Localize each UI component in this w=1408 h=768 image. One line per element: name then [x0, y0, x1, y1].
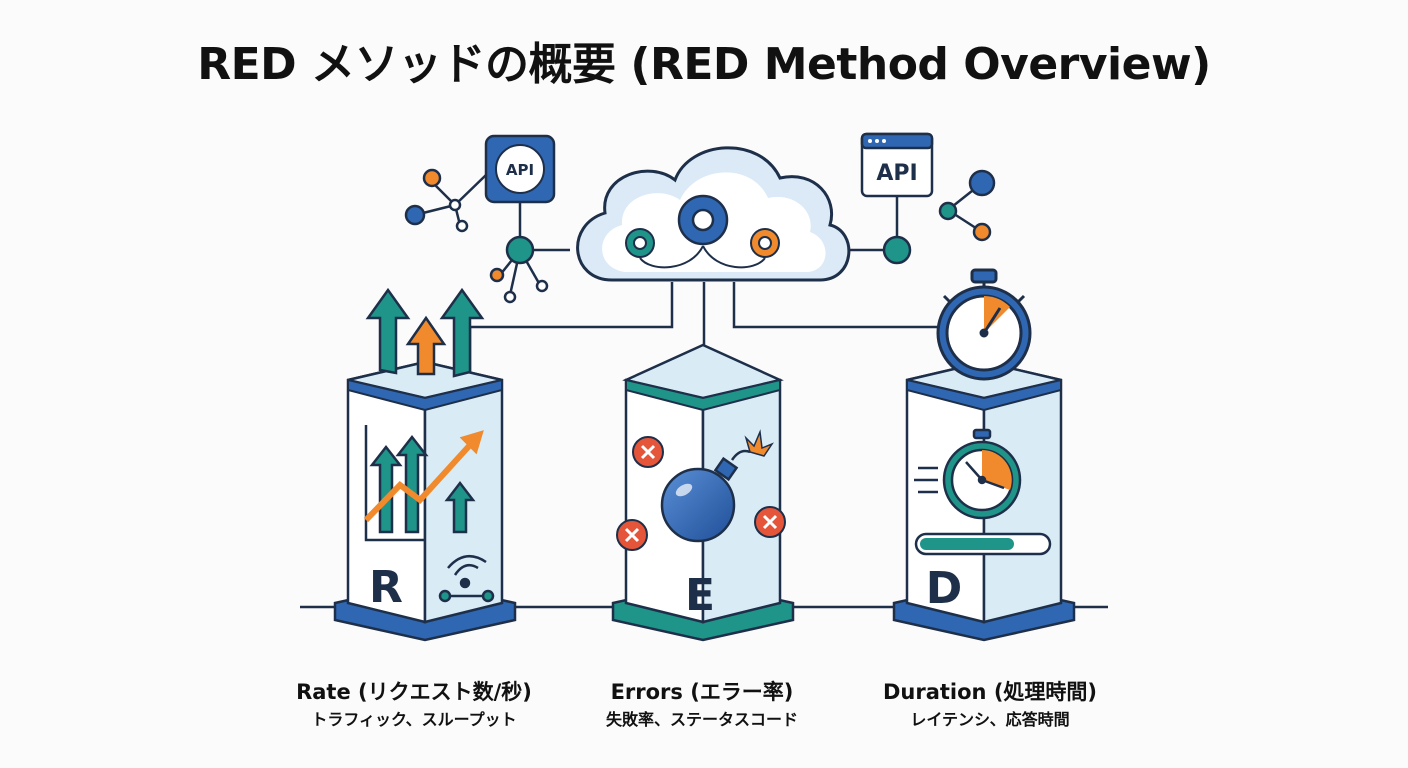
gear-icon: [750, 228, 780, 258]
cloud-icon: [576, 146, 851, 282]
network-icon-right: [882, 169, 996, 265]
page-title: RED メソッドの概要 (RED Method Overview): [197, 39, 1211, 90]
caption-rate-subtitle: トラフィック、スループット: [311, 710, 517, 729]
pillar-errors: E: [611, 343, 795, 642]
caption-errors-title: Errors (エラー率): [610, 680, 794, 704]
error-x-icon: [616, 519, 648, 551]
pillar-rate: R: [333, 287, 517, 642]
pillar-letter-r: R: [369, 562, 403, 613]
error-x-icon: [754, 506, 786, 538]
caption-errors-subtitle: 失敗率、ステータスコード: [605, 710, 798, 729]
timer-icon: [914, 428, 1022, 520]
network-icon-left: [404, 168, 549, 304]
pillar-duration: D: [892, 268, 1076, 642]
caption-duration-subtitle: レイテンシ、応答時間: [910, 710, 1070, 729]
api-label-right: API: [876, 161, 917, 186]
pillar-letter-e: E: [685, 570, 715, 621]
api-window-right: API: [860, 132, 934, 198]
progress-bar: [914, 532, 1052, 556]
gear-icon: [625, 228, 655, 258]
api-badge-left: API: [484, 134, 556, 204]
trend-up-arrows-icon: [365, 287, 485, 378]
caption-rate: Rate (リクエスト数/秒) トラフィック、スループット: [264, 678, 564, 732]
caption-duration-title: Duration (処理時間): [882, 680, 1098, 704]
pillar-letter-d: D: [926, 563, 963, 614]
error-x-icon: [632, 436, 664, 468]
caption-errors: Errors (エラー率) 失敗率、ステータスコード: [552, 678, 852, 732]
growth-chart-icon: [363, 425, 484, 542]
api-label-left: API: [506, 161, 534, 179]
bomb-icon: [660, 429, 774, 543]
caption-duration: Duration (処理時間) レイテンシ、応答時間: [840, 678, 1140, 732]
signal-icon: [438, 555, 495, 603]
gear-icon: [677, 194, 729, 246]
caption-rate-title: Rate (リクエスト数/秒): [296, 680, 532, 704]
stopwatch-icon: [936, 268, 1032, 381]
